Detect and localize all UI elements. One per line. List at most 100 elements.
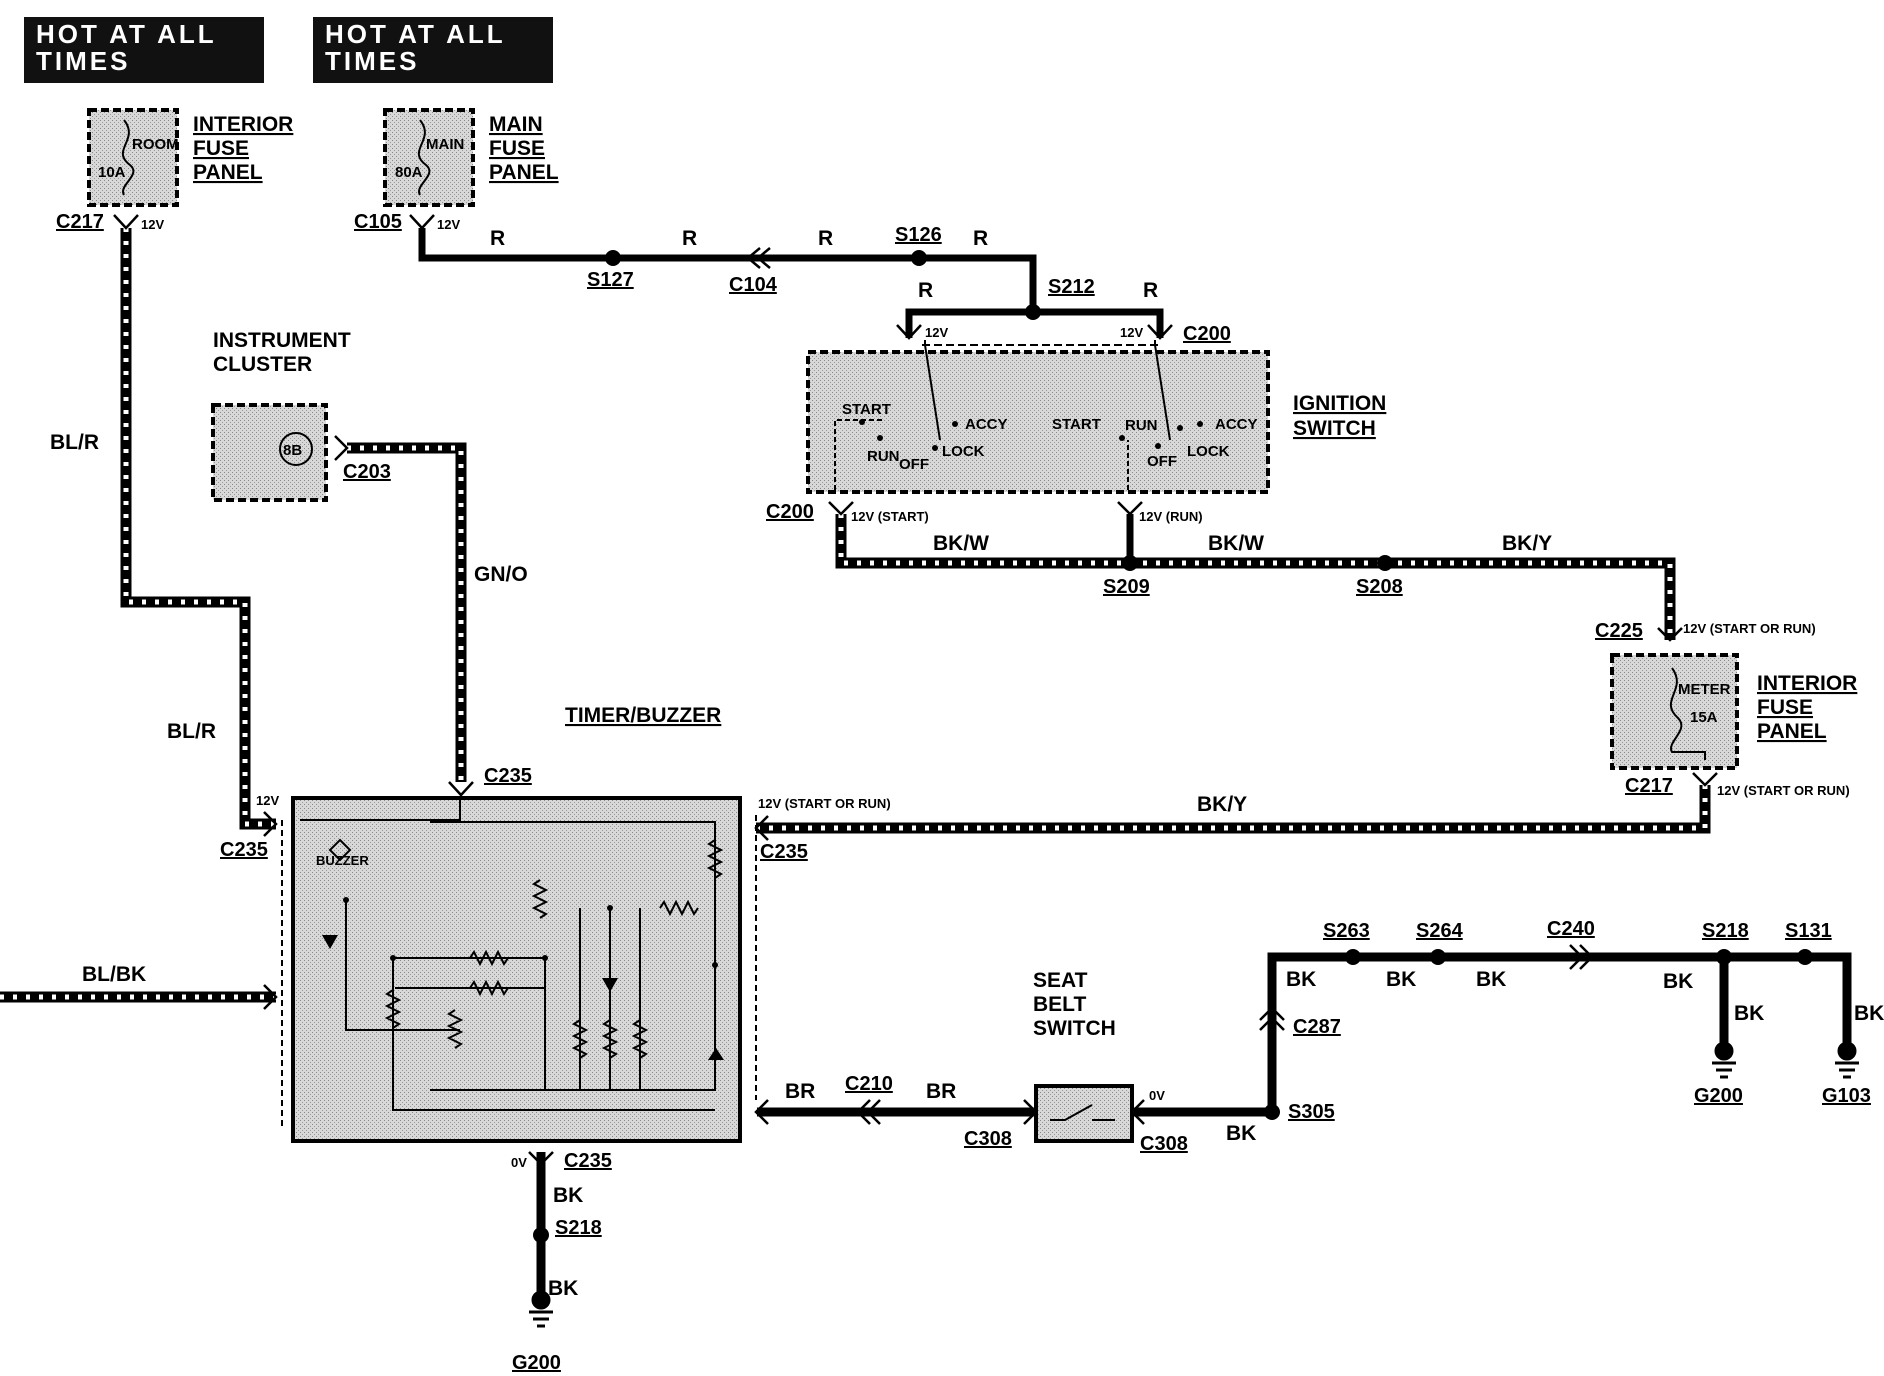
component-label: PANEL (193, 161, 263, 184)
wire-label: BK (1226, 1122, 1256, 1145)
wire-bk-y-lower (756, 785, 1711, 834)
interior-fuse-panel-right: METER 15A INTERIOR FUSE PANEL (1610, 653, 1857, 770)
ignition-position: LOCK (1187, 443, 1230, 460)
wire-label: BK/Y (1197, 793, 1247, 816)
wire-label: BK (1476, 968, 1506, 991)
splice-label: S305 (1288, 1101, 1335, 1123)
wire-label: R (1143, 279, 1158, 302)
component-label: MAIN (489, 113, 543, 136)
ground-label: G200 (512, 1352, 561, 1374)
connector-chevrons (113, 214, 1718, 1166)
voltage-labels: 12V 12V 12V 12V 12V 12V (START) 12V (RUN… (141, 217, 1850, 1170)
ignition-position: ACCY (965, 416, 1008, 433)
connector-label: C287 (1293, 1016, 1341, 1038)
component-label: IGNITION (1293, 392, 1386, 415)
component-label: PANEL (1757, 720, 1827, 743)
connector-label: C200 (766, 501, 814, 523)
wire-label: BR (926, 1080, 956, 1103)
ignition-position: START (842, 401, 891, 418)
ignition-position: OFF (899, 456, 929, 473)
fuse-name: ROOM (132, 136, 179, 153)
buzzer-label: BUZZER (316, 853, 369, 868)
wire-label: BK (1734, 1002, 1764, 1025)
component-label: FUSE (1757, 696, 1813, 719)
voltage-label: 12V (256, 793, 279, 808)
ignition-position: LOCK (942, 443, 985, 460)
wire-label: R (973, 227, 988, 250)
wire-label: BK (1663, 970, 1693, 993)
splice-label: S127 (587, 269, 634, 291)
wire-label: R (918, 279, 933, 302)
connector-label: C200 (1183, 323, 1231, 345)
wires (0, 228, 1852, 1300)
wire-label: GN/O (474, 563, 528, 586)
splice-label: S263 (1323, 920, 1370, 942)
voltage-label: 12V (START OR RUN) (1717, 783, 1850, 798)
cluster-symbol: 8B (283, 442, 302, 459)
ignition-position: RUN (1125, 417, 1158, 434)
splice-label: S218 (1702, 920, 1749, 942)
connector-label: C235 (760, 841, 808, 863)
wire-color-labels: R R R R R R BL/R BL/R GN/O BK/W BK/W BK/… (50, 227, 1884, 1300)
connector-label: C225 (1595, 620, 1643, 642)
splice-label: S208 (1356, 576, 1403, 598)
fuse-name: MAIN (426, 136, 464, 153)
wire-bl-r (120, 228, 276, 830)
voltage-label: 12V (141, 217, 164, 232)
wire-label: BK (1386, 968, 1416, 991)
component-label: FUSE (489, 137, 545, 160)
wire-label: BR (785, 1080, 815, 1103)
splice-dots (533, 250, 1813, 1243)
ignition-position: OFF (1147, 453, 1177, 470)
wire-label: R (490, 227, 505, 250)
wire-bk-y (1385, 557, 1676, 640)
hot-at-all-times-banner-2: HOT AT ALL TIMES (313, 17, 553, 83)
component-label: SWITCH (1033, 1017, 1116, 1040)
connector-label: C235 (220, 839, 268, 861)
connector-label: C217 (56, 211, 104, 233)
component-label: SWITCH (1293, 417, 1376, 440)
wire-label: BK (548, 1277, 578, 1300)
splice-label: S209 (1103, 576, 1150, 598)
hot-at-all-times-banner-1: HOT AT ALL TIMES (24, 17, 264, 83)
voltage-label: 12V (925, 325, 948, 340)
wire-bk (1132, 952, 1852, 1117)
fuse-name: METER (1678, 681, 1731, 698)
fuse-rating: 15A (1690, 709, 1718, 726)
fuse-rating: 80A (395, 164, 423, 181)
wire-r (418, 228, 1164, 338)
splice-label: S126 (895, 224, 942, 246)
wire-gn-o (347, 442, 467, 782)
ignition-position: RUN (867, 448, 900, 465)
connector-label: C105 (354, 211, 402, 233)
wire-label: R (682, 227, 697, 250)
connector-label: C203 (343, 461, 391, 483)
component-label: TIMER/BUZZER (565, 704, 721, 727)
connector-label: C235 (564, 1150, 612, 1172)
voltage-label: 12V (START) (851, 509, 929, 524)
wire-label: R (818, 227, 833, 250)
wire-label: BL/BK (82, 963, 146, 986)
ground-label: G200 (1694, 1085, 1743, 1107)
connector-label: C235 (484, 765, 532, 787)
component-label: FUSE (193, 137, 249, 160)
ground-labels: G200 G200 G103 (512, 1085, 1871, 1374)
fuse-rating: 10A (98, 164, 126, 181)
connector-label: C217 (1625, 775, 1673, 797)
component-label: INTERIOR (1757, 672, 1857, 695)
main-fuse-panel: MAIN 80A MAIN FUSE PANEL (383, 108, 559, 207)
ground-label: G103 (1822, 1085, 1871, 1107)
ignition-switch: START RUN OFF LOCK ACCY START RUN OFF LO… (806, 340, 1386, 494)
instrument-cluster: INSTRUMENT CLUSTER 8B (211, 329, 351, 502)
wire-label: BK (1286, 968, 1316, 991)
wire-label: BL/R (50, 431, 99, 454)
voltage-label: 12V (RUN) (1139, 509, 1203, 524)
voltage-label: 0V (511, 1155, 527, 1170)
timer-buzzer: TIMER/BUZZER BUZZER (281, 704, 757, 1143)
seat-belt-switch: SEAT BELT SWITCH (1033, 969, 1134, 1143)
connector-label: C308 (964, 1128, 1012, 1150)
banner-text: HOT AT ALL (36, 19, 217, 49)
voltage-label: 12V (437, 217, 460, 232)
wire-label: BK (1854, 1002, 1884, 1025)
wire-label: BL/R (167, 720, 216, 743)
